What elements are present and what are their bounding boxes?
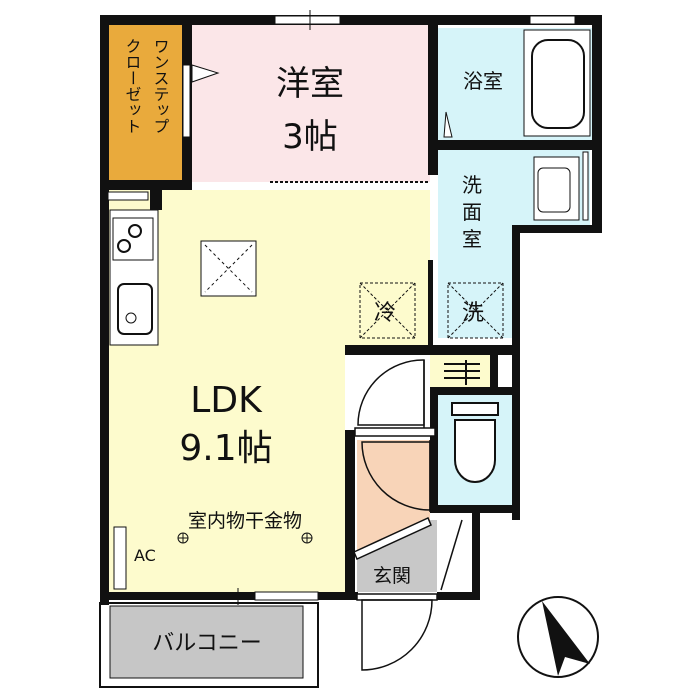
washroom-char-2: 面 (462, 200, 482, 224)
ldk-area (108, 190, 430, 595)
ceiling-vent-icon (200, 240, 257, 297)
washroom-char-1: 洗 (462, 173, 482, 197)
ldk-size: 9.1帖 (179, 428, 272, 469)
closet-door-icon[interactable] (191, 64, 220, 83)
washer-space (447, 282, 504, 339)
bath-name: 浴室 (463, 69, 503, 93)
bath-door-icon[interactable] (443, 111, 453, 138)
walls (100, 15, 602, 605)
closet-label-line2: クローゼット (123, 38, 142, 134)
shoe-rack-icon (444, 360, 480, 385)
bathtub-inner-icon (531, 39, 585, 129)
western-room-area (192, 25, 430, 182)
entrance-name: 玄関 (373, 565, 411, 587)
north-arrow-icon (517, 596, 599, 678)
drying-rack-label: 室内物干金物 (188, 510, 302, 532)
fridge-label: 冷 (374, 301, 396, 326)
washer-label: 洗 (462, 301, 484, 326)
fridge-space (359, 282, 416, 339)
ldk-name: LDK (190, 380, 263, 421)
sink-icon (117, 283, 153, 335)
closet-area (108, 25, 184, 180)
ac-label: AC (134, 546, 156, 565)
drying-hook-icon (177, 532, 313, 544)
entry-hall-area (357, 440, 430, 550)
washbasin-bowl-icon (537, 167, 571, 213)
western-room-name: 洋室 (276, 64, 344, 104)
windows[interactable] (107, 10, 576, 605)
balcony-area (109, 605, 304, 679)
ac-unit (113, 526, 127, 590)
closet-label-line1: ワンステップ (151, 38, 170, 134)
balcony-name: バルコニー (152, 631, 262, 656)
western-room-size: 3帖 (282, 117, 338, 157)
genkan-area (357, 520, 437, 592)
doors[interactable] (353, 359, 463, 671)
toilet-icon (451, 402, 499, 483)
washroom-char-3: 室 (462, 227, 482, 251)
